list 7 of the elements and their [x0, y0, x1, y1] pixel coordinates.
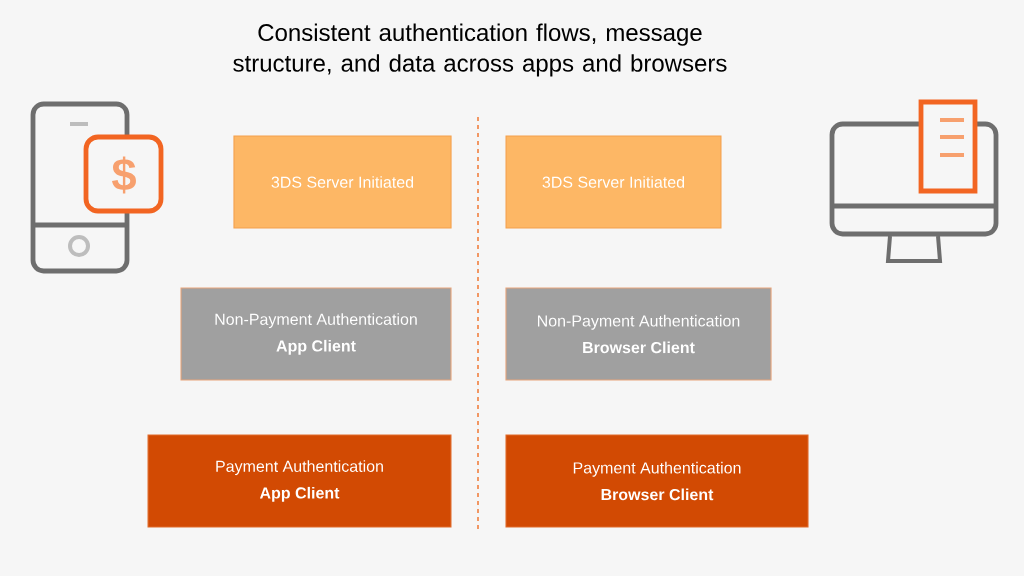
process-box: Non-Payment Authentication App Client [180, 287, 452, 381]
process-box: 3DS Server Initiated [505, 135, 722, 229]
diagram-title: Consistent authentication flows, message structure, and data across apps and browsers [233, 23, 727, 77]
process-box: Payment Authentication Browser Client [505, 434, 809, 528]
process-box: Payment Authentication App Client [147, 434, 452, 528]
process-box: Non-Payment Authentication Browser Client [505, 287, 772, 381]
process-box: 3DS Server Initiated [233, 135, 452, 229]
